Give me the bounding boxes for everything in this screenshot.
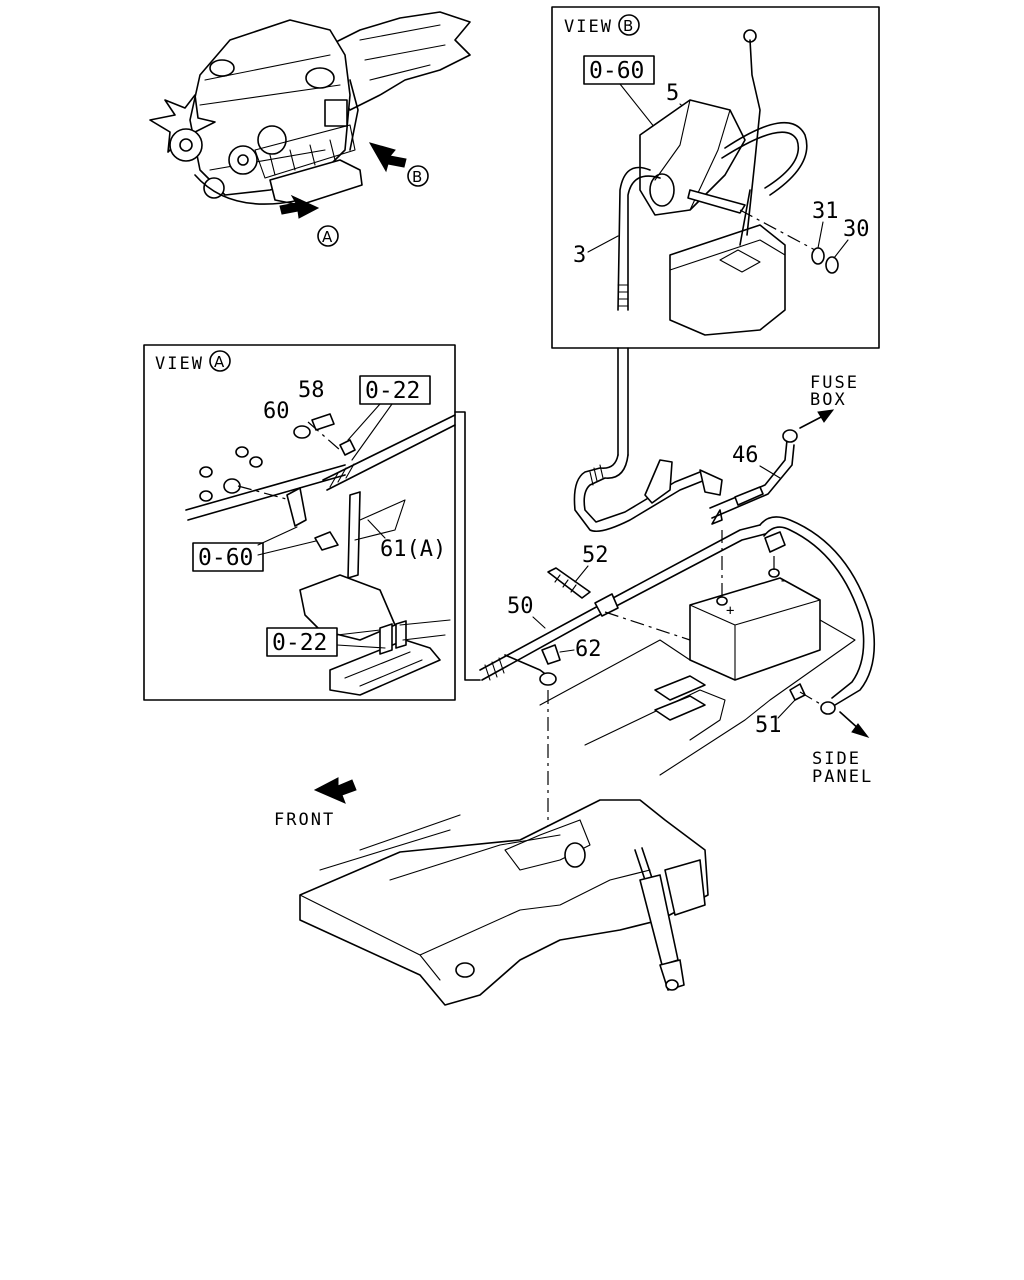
part-52-label: 52 (582, 543, 609, 568)
battery-plus-label: + (726, 603, 734, 619)
part-51-label: 51 (755, 713, 782, 738)
part-3-label: 3 (573, 243, 586, 268)
view-a-marker: A (214, 353, 225, 371)
part-61-label: 61(A) (380, 537, 446, 562)
engine-sketch: A B (149, 11, 471, 247)
view-a-torque-top-label: 0-22 (365, 378, 420, 404)
view-a-title: VIEW (155, 354, 204, 374)
view-b-marker: B (623, 17, 633, 35)
part-50-label: 50 (507, 594, 534, 619)
arrow-b-marker: B (412, 168, 422, 186)
part-30-label: 30 (843, 217, 870, 242)
battery-minus-label: - (779, 573, 787, 589)
view-b-panel: VIEW B 0-60 5 31 30 (551, 6, 880, 349)
side-panel-label-line1: SIDE (812, 749, 861, 769)
part-5-label: 5 (666, 81, 679, 106)
part-46-label: 46 (732, 443, 759, 468)
view-a-torque-bottom-label: 0-22 (272, 630, 327, 656)
front-label: FRONT (274, 810, 335, 830)
part-58-label: 58 (298, 378, 325, 403)
main-assembly: 46 FUSE BOX + - SIDE PANEL (274, 373, 876, 1006)
part-31-label: 31 (812, 199, 839, 224)
side-panel-label-line2: PANEL (812, 767, 873, 787)
view-a-torque-mid-label: 0-60 (198, 545, 253, 571)
fuse-box-label-line2: BOX (810, 390, 847, 410)
view-b-title: VIEW (564, 17, 613, 37)
part-62-label: 62 (575, 637, 602, 662)
view-a-panel: VIEW A 58 60 0-22 61(A) 0-60 (143, 344, 456, 701)
fuse-box-label-line1: FUSE (810, 373, 859, 393)
part-60-label: 60 (263, 399, 290, 424)
view-b-torque-label: 0-60 (589, 58, 644, 84)
arrow-a-marker: A (322, 228, 333, 246)
